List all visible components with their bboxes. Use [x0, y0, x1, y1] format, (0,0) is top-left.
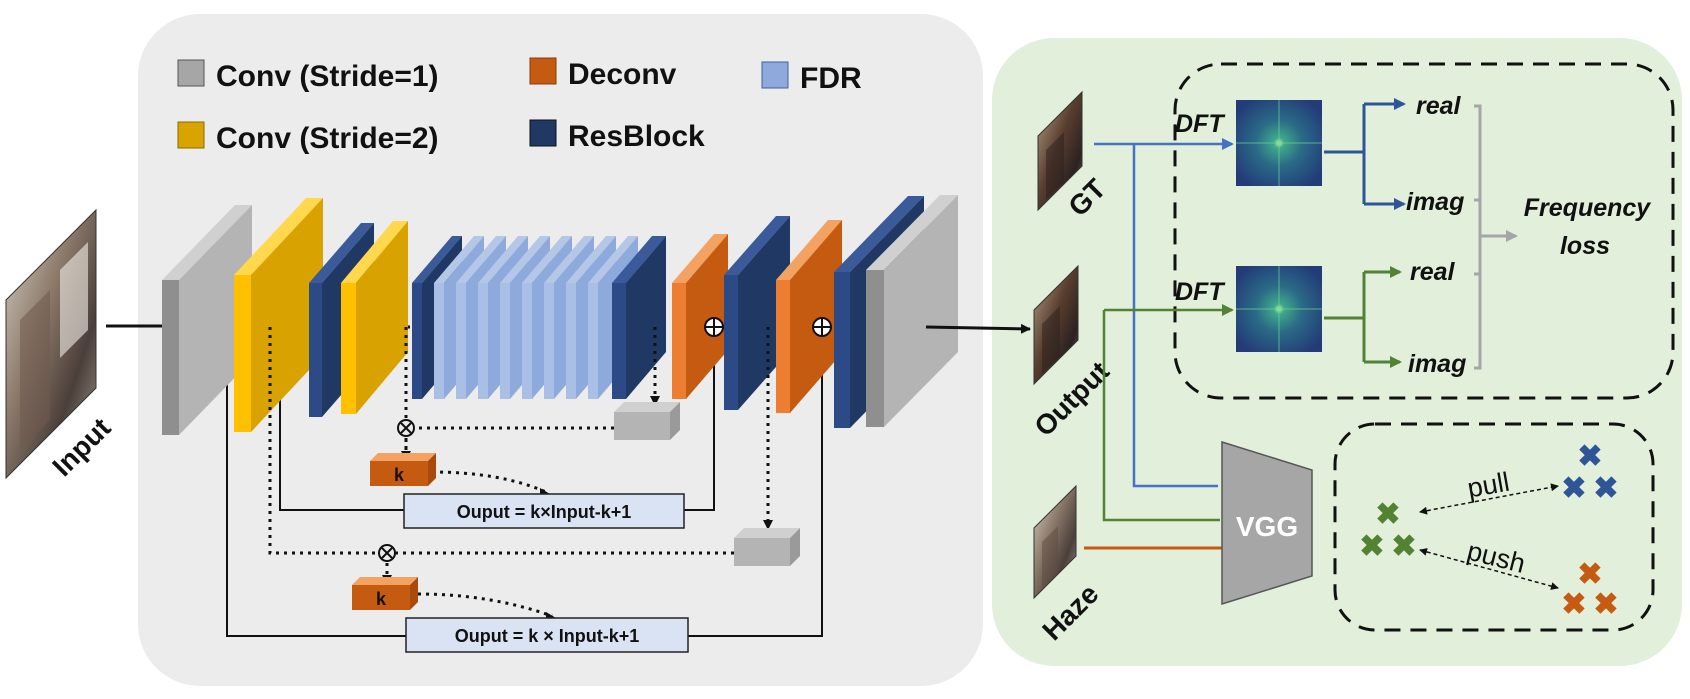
legend-swatch-deconv: [529, 57, 557, 85]
encoder-decoder: [162, 195, 958, 435]
cross-icon: ✖: [1577, 558, 1602, 591]
gray-box-upper: [614, 402, 680, 440]
formula-upper: Ouput = k×Input-k+1: [457, 502, 632, 522]
haze-image: [1033, 484, 1077, 600]
imag-label-output: imag: [1408, 350, 1466, 378]
legend-label-fdr: FDR: [800, 62, 862, 95]
contrastive-region: [1333, 422, 1655, 632]
formula-box-lower: [405, 617, 689, 653]
spectrum-output: [1236, 266, 1322, 352]
k-branch-lower: [268, 327, 770, 618]
cross-icon: ✖: [1593, 588, 1618, 621]
legend-swatch-fdr: [761, 61, 789, 89]
legend: Conv (Stride=1) Conv (Stride=2) Deconv R…: [177, 57, 862, 155]
block-resblock-3: [612, 236, 666, 399]
spectrum-gt: [1236, 100, 1322, 186]
k-label-lower: k: [376, 589, 387, 609]
legend-label-conv-s1: Conv (Stride=1): [216, 60, 439, 93]
fdr-stack: [434, 236, 638, 399]
legend-label-deconv: Deconv: [568, 58, 677, 91]
add-operator-2: [812, 317, 832, 337]
block-deconv-2: [776, 220, 842, 413]
pull-arrow: [1419, 483, 1559, 515]
frequency-loss-label-line1: Frequency: [1524, 194, 1652, 222]
cross-icon: ✖: [1561, 472, 1586, 505]
block-conv-s2-second: [341, 221, 408, 414]
pull-label: pull: [1465, 467, 1512, 504]
dft-label-output: DFT: [1175, 278, 1226, 306]
k-box-upper: [370, 453, 436, 486]
multiply-operator-2: [378, 544, 396, 562]
formula-lower: Ouput = k × Input-k+1: [455, 626, 640, 646]
cross-icon: ✖: [1391, 530, 1416, 563]
gt-fork: [1324, 98, 1406, 210]
dft-label-gt: DFT: [1175, 110, 1226, 138]
frequency-loss-brace: [1474, 104, 1518, 370]
k-box-lower: [352, 577, 418, 610]
cross-icon: ✖: [1375, 498, 1400, 531]
cross-icon: ✖: [1593, 472, 1618, 505]
real-label-output: real: [1410, 258, 1456, 286]
block-conv-s1-last: [866, 195, 958, 427]
block-deconv-1: [672, 234, 728, 399]
k-label-upper: k: [394, 465, 405, 485]
imag-label-gt: imag: [1406, 188, 1464, 216]
formula-box-upper: [403, 493, 685, 529]
k-branch-upper: [404, 327, 657, 494]
output-paths: [1102, 304, 1234, 522]
legend-swatch-conv-s2: [177, 121, 205, 149]
cross-icon: ✖: [1577, 440, 1602, 473]
vgg-block: [1221, 440, 1313, 606]
arrowhead: [650, 396, 660, 406]
arrowhead: [763, 520, 773, 530]
push-arrow: [1419, 548, 1559, 590]
output-fork: [1324, 266, 1402, 368]
vgg-label: VGG: [1236, 511, 1298, 542]
legend-swatch-resblock: [529, 119, 557, 147]
cross-icon: ✖: [1561, 588, 1586, 621]
legend-label-resblock: ResBlock: [568, 120, 705, 153]
multiply-operator-1: [397, 419, 415, 437]
contrastive-clusters: ✖ ✖ ✖ ✖ ✖ ✖ ✖ ✖ ✖: [1359, 440, 1618, 621]
block-conv-s1-first: [162, 205, 252, 435]
output-connector: [925, 323, 1031, 334]
cross-icon: ✖: [1359, 530, 1384, 563]
legend-swatch-conv-s1: [177, 59, 205, 87]
gt-image: [1037, 90, 1083, 212]
frequency-loss-region: [1173, 62, 1675, 400]
legend-label-conv-s2: Conv (Stride=2): [216, 122, 439, 155]
gt-paths: [1094, 138, 1234, 488]
output-image: [1033, 264, 1079, 386]
frequency-loss-label-line2: loss: [1560, 232, 1610, 260]
input-image: [5, 208, 97, 480]
gray-box-lower: [734, 528, 800, 566]
block-conv-s2-first: [234, 198, 323, 432]
add-operator-1: [704, 317, 724, 337]
real-label-gt: real: [1416, 92, 1462, 120]
